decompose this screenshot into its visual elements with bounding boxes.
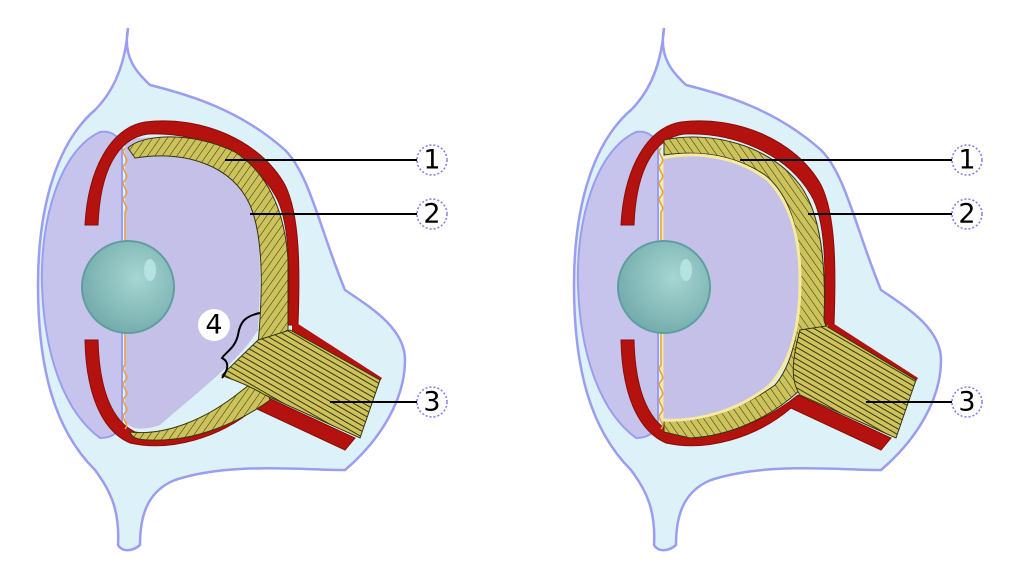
svg-text:2: 2 bbox=[423, 199, 440, 230]
svg-text:3: 3 bbox=[423, 387, 440, 418]
svg-text:1: 1 bbox=[958, 145, 975, 176]
vitreous-body bbox=[660, 153, 802, 422]
lens-highlight bbox=[680, 259, 692, 281]
svg-text:2: 2 bbox=[958, 199, 975, 230]
callout-1: 1 bbox=[951, 144, 983, 176]
ciliary-ligament-lower bbox=[658, 330, 664, 430]
svg-text:4: 4 bbox=[205, 310, 222, 341]
lens bbox=[617, 240, 711, 334]
lens-highlight bbox=[144, 259, 156, 281]
ciliary-ligament-upper bbox=[658, 147, 664, 257]
callout-4: 4 bbox=[198, 309, 230, 341]
optic-nerve bbox=[792, 325, 917, 439]
svg-text:1: 1 bbox=[423, 145, 440, 176]
choroid-lower bbox=[84, 339, 356, 451]
callout-1: 1 bbox=[416, 144, 448, 176]
choroid-lower bbox=[620, 339, 892, 451]
ciliary-ligament-upper bbox=[122, 147, 128, 257]
callout-3: 3 bbox=[416, 386, 448, 418]
right-eye-diagram: 1 2 3 bbox=[572, 27, 983, 552]
svg-text:3: 3 bbox=[958, 387, 975, 418]
lens bbox=[81, 240, 175, 334]
callout-2: 2 bbox=[416, 198, 448, 230]
callout-2: 2 bbox=[951, 198, 983, 230]
callout-3: 3 bbox=[951, 386, 983, 418]
vitreous-body bbox=[125, 137, 260, 429]
ciliary-ligament-lower bbox=[122, 330, 128, 430]
left-eye-diagram: 1 2 3 4 bbox=[36, 27, 448, 552]
bracket-4 bbox=[220, 312, 261, 379]
